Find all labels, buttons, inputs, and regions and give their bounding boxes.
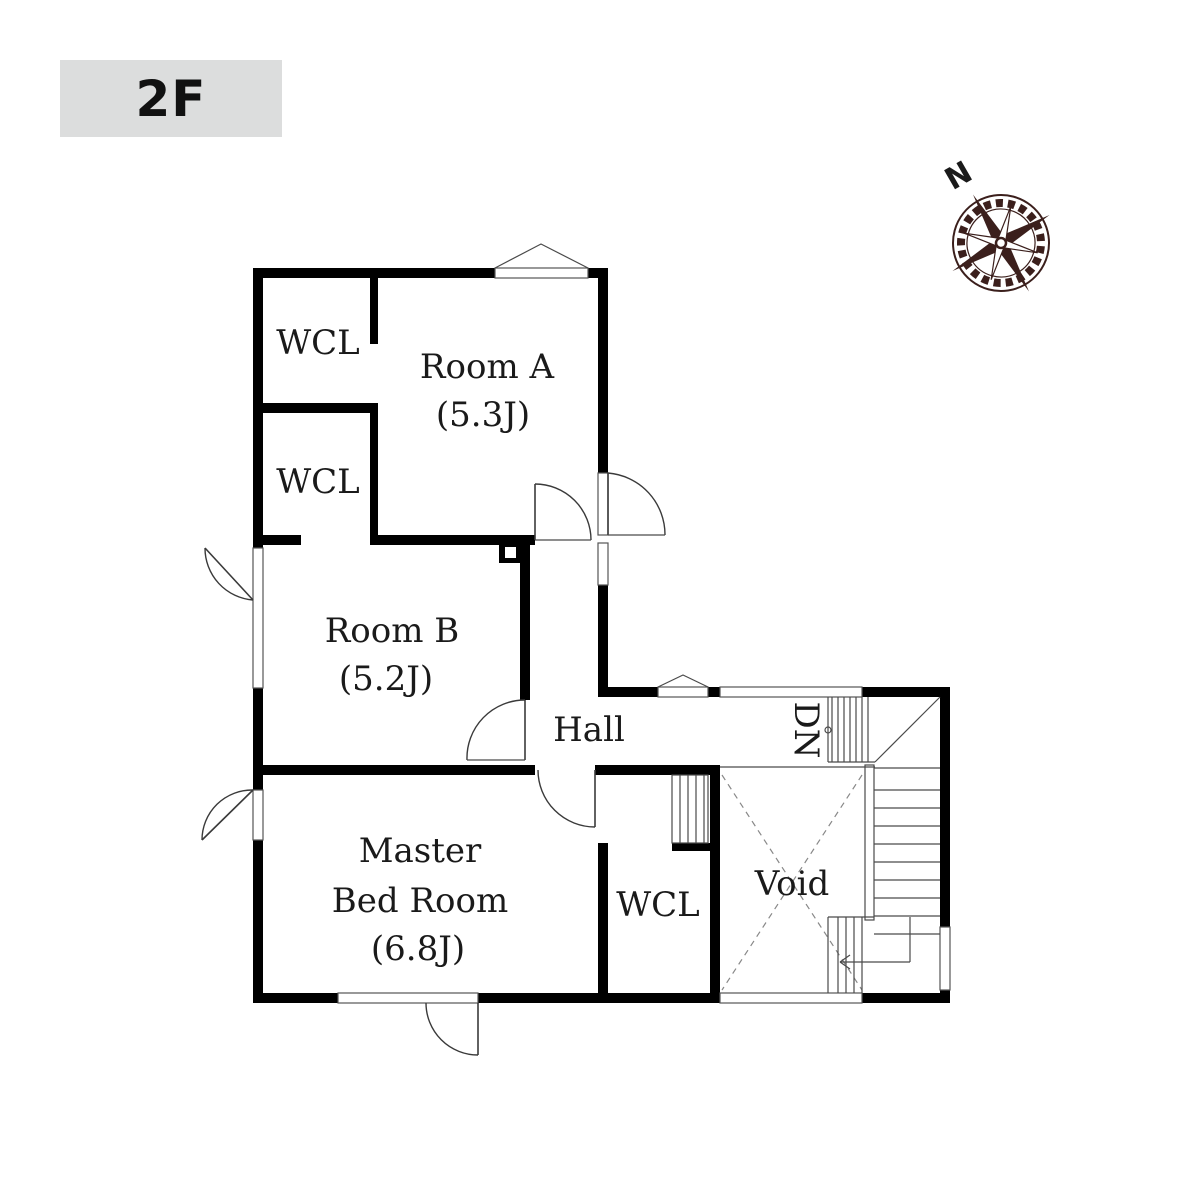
label-hall: Hall bbox=[553, 710, 625, 750]
window-stair-top bbox=[719, 686, 863, 698]
compass-needle-e bbox=[1001, 215, 1050, 246]
wall-right bbox=[940, 687, 950, 927]
window-stair-right bbox=[939, 926, 951, 991]
floor-badge: 2F bbox=[60, 60, 282, 137]
stair-handrail bbox=[864, 764, 875, 921]
wall-room-b-right bbox=[520, 543, 530, 700]
door-leaf bbox=[204, 547, 254, 601]
void-diagonal bbox=[721, 774, 863, 991]
label-master-size: (6.8J) bbox=[371, 929, 465, 969]
door-arc bbox=[201, 789, 254, 841]
door-arc bbox=[204, 547, 254, 601]
wall-bottom-right bbox=[862, 993, 950, 1003]
floor-label: 2F bbox=[135, 69, 207, 128]
wall-bottom-left bbox=[253, 993, 338, 1003]
wall-hall-top-a bbox=[598, 687, 658, 697]
compass-needle-n bbox=[973, 194, 1004, 243]
stair-winder bbox=[874, 696, 941, 763]
window-void-bottom bbox=[719, 992, 863, 1004]
door-arc bbox=[425, 1002, 479, 1056]
wall-wcl-top-divider bbox=[370, 268, 378, 344]
label-room-b-size: (5.2J) bbox=[339, 659, 433, 699]
window-hall-right bbox=[597, 542, 609, 586]
wall-master-wcl bbox=[598, 843, 608, 1003]
doors bbox=[201, 472, 666, 1056]
label-wcl-mid: WCL bbox=[276, 462, 360, 502]
window-room-a-top bbox=[494, 267, 589, 279]
window-bay-top bbox=[494, 243, 589, 269]
label-room-a-size: (5.3J) bbox=[436, 395, 530, 435]
label-master-line2: Bed Room bbox=[332, 881, 508, 921]
shelf bbox=[671, 774, 709, 844]
wall-wcl-shelf bbox=[672, 843, 720, 851]
window-master-bottom bbox=[337, 992, 479, 1004]
wall-wcl-mid-right bbox=[370, 403, 378, 543]
wall-master-top bbox=[595, 765, 720, 775]
walls bbox=[253, 268, 950, 1003]
window-room-b-left bbox=[252, 547, 264, 689]
compass-center bbox=[994, 236, 1008, 250]
wall-left-lower bbox=[253, 840, 263, 1003]
column-hole bbox=[505, 547, 516, 558]
door-leaf bbox=[201, 789, 254, 841]
wall-room-b-bottom bbox=[253, 765, 535, 775]
wall-hall-top-b bbox=[708, 687, 720, 697]
label-master-line1: Master bbox=[359, 831, 482, 871]
label-room-a: Room A bbox=[420, 347, 555, 387]
compass-rose bbox=[952, 194, 1050, 292]
stair-start-marker bbox=[824, 726, 832, 734]
compass-needle-w bbox=[952, 240, 1001, 271]
wall-stair-top bbox=[862, 687, 950, 697]
windows bbox=[252, 243, 951, 1004]
stair-arrow-head bbox=[839, 954, 851, 963]
label-room-b: Room B bbox=[325, 611, 460, 651]
label-void: Void bbox=[754, 864, 830, 904]
label-dn: DN bbox=[786, 701, 826, 758]
wall-wcl-between bbox=[253, 403, 378, 413]
wall-wcl-mid-bottom bbox=[253, 535, 301, 545]
wall-room-a-bottom bbox=[370, 535, 535, 545]
window-hall-top bbox=[657, 686, 709, 698]
door-arc bbox=[534, 483, 592, 541]
wall-room-a-right bbox=[598, 268, 608, 473]
door-arc bbox=[466, 699, 526, 761]
window-bay-hall bbox=[657, 674, 709, 688]
door-arc bbox=[607, 472, 666, 536]
label-wcl-top: WCL bbox=[276, 323, 360, 363]
compass-needle-s bbox=[998, 243, 1029, 292]
wall-left-mid bbox=[253, 600, 263, 790]
north-label: N bbox=[939, 155, 978, 198]
label-wcl-bottom: WCL bbox=[616, 885, 700, 925]
room-labels: WCL Room A (5.3J) WCL Room B (5.2J) Hall… bbox=[276, 323, 829, 969]
window-room-a-right bbox=[597, 472, 609, 536]
stairs bbox=[824, 696, 941, 993]
wall-hall-right bbox=[598, 585, 608, 695]
door-arc bbox=[537, 769, 596, 828]
wall-wcl-right bbox=[710, 765, 720, 1003]
wcl-shelf-lines bbox=[671, 774, 709, 844]
window-master-left bbox=[252, 789, 264, 841]
stair-arrow-head bbox=[839, 961, 851, 970]
void-diagonal bbox=[721, 774, 863, 991]
void-area bbox=[720, 766, 875, 991]
